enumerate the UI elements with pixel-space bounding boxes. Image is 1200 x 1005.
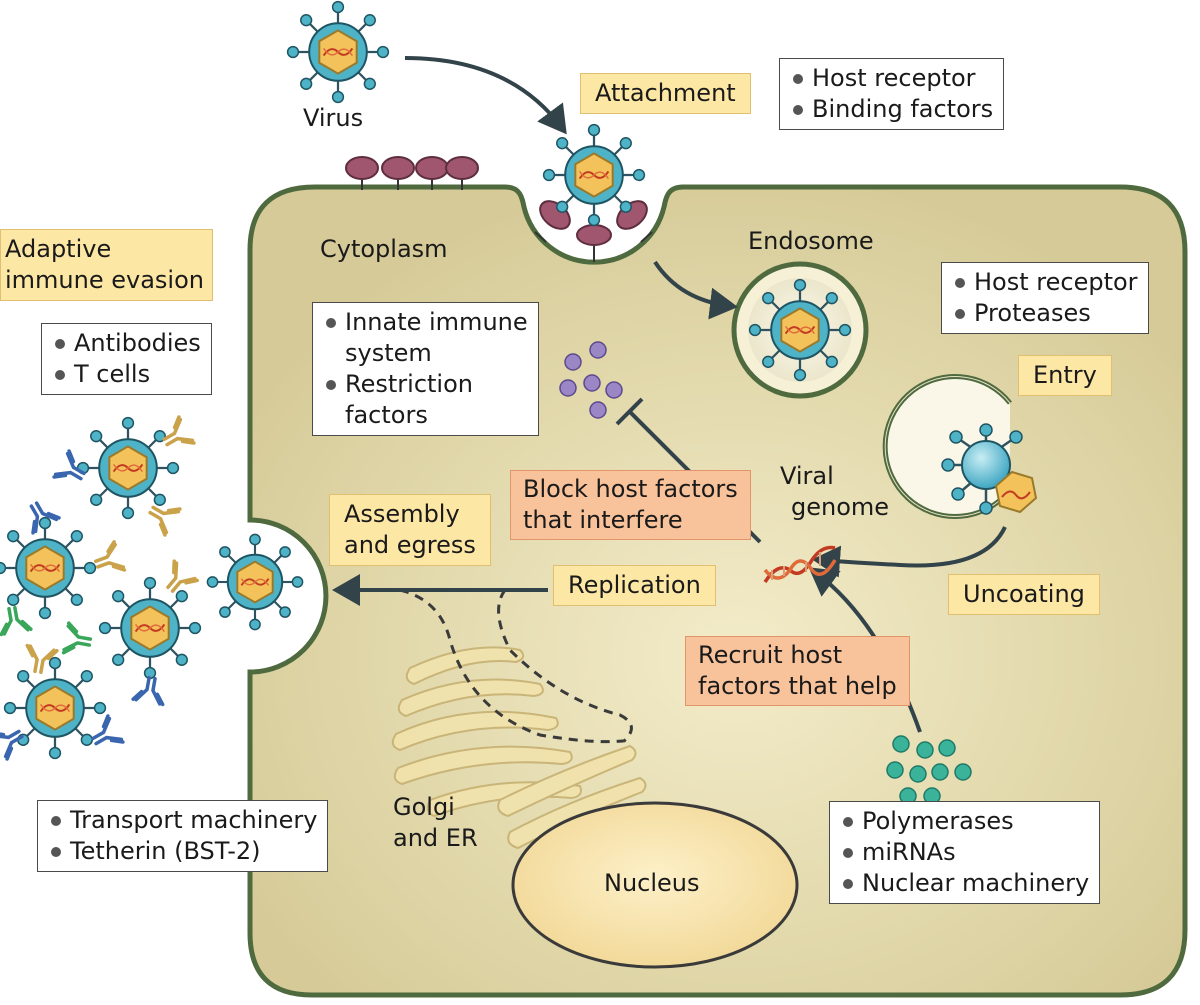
antibody	[93, 540, 127, 572]
viral-genome-line-1: Viral	[780, 462, 834, 490]
restriction-factor-dots	[559, 341, 623, 419]
viral-genome-label: Viral genome	[780, 461, 889, 523]
assembly-line-1: Assembly	[344, 500, 460, 528]
step-replication: Replication	[553, 565, 716, 606]
step-uncoating: Uncoating	[948, 574, 1100, 615]
recruit-host-factors-box: Recruit host factors that help	[685, 636, 910, 706]
antibody	[131, 675, 165, 707]
antibody	[25, 643, 59, 675]
virus-particle	[98, 576, 202, 680]
antibody	[0, 729, 24, 761]
block-line-1: Block host factors	[523, 475, 738, 503]
step-entry: Entry	[1018, 355, 1112, 396]
antibody	[148, 505, 182, 537]
antibodies	[0, 415, 199, 761]
virus-label: Virus	[303, 104, 364, 132]
antibody	[166, 559, 199, 593]
viral-genome-helix	[763, 545, 837, 583]
factor-item: T cells	[52, 359, 201, 390]
recruit-line-1: Recruit host	[698, 641, 843, 669]
virus-particle	[3, 656, 107, 760]
golgi-line-1: Golgi	[393, 793, 455, 821]
virus-particle	[206, 533, 304, 631]
recruit-line-2: factors that help	[698, 672, 897, 700]
factor-item: Antibodies	[52, 328, 201, 359]
step-adaptive-immune-evasion: Adaptive immune evasion	[0, 229, 213, 301]
virus-particle	[748, 278, 852, 382]
golgi-line-2: and ER	[393, 824, 478, 852]
viral-genome-line-2: genome	[791, 493, 890, 521]
factor-item: Proteases	[952, 298, 1138, 329]
block-line-2: that interfere	[523, 506, 683, 534]
nucleus	[511, 801, 799, 969]
factor-item: Binding factors	[790, 94, 993, 125]
arrows	[332, 56, 1007, 733]
adaptive-line-2: immune evasion	[5, 266, 204, 294]
golgi-stacks	[391, 646, 647, 850]
golgi-er-label: Golgi and ER	[393, 792, 478, 854]
factor-item: Transport machinery	[48, 805, 317, 836]
helper-factor-dots	[886, 735, 972, 805]
virus-particles	[0, 0, 852, 760]
antibody	[29, 501, 61, 535]
surface-receptors	[345, 156, 479, 190]
step-attachment: Attachment	[580, 73, 751, 114]
step-assembly-egress: Assembly and egress	[329, 494, 491, 566]
antibody	[52, 449, 86, 481]
antibody	[91, 714, 125, 746]
cytoplasm-label: Cytoplasm	[320, 235, 448, 263]
factor-item: miRNAs	[840, 837, 1089, 868]
virus-particle	[542, 123, 646, 227]
virus-particle	[286, 0, 390, 104]
assembly-line-2: and egress	[344, 531, 476, 559]
nucleus-label: Nucleus	[604, 869, 700, 897]
virus-particle	[76, 416, 180, 520]
factor-item: Host receptor	[952, 267, 1138, 298]
er-dashed-lines	[399, 588, 633, 744]
factor-item: Tetherin (BST-2)	[48, 836, 317, 867]
factor-item: Host receptor	[790, 63, 993, 94]
virus-particle	[0, 516, 97, 620]
endosome-label: Endosome	[748, 227, 874, 255]
antibody	[61, 621, 93, 655]
uncoating-virion	[941, 423, 1038, 515]
block-host-factors-box: Block host factors that interfere	[510, 470, 751, 540]
antibody	[0, 605, 33, 637]
antibody	[162, 415, 196, 447]
adaptive-line-1: Adaptive	[5, 235, 112, 263]
factor-item: Polymerases	[840, 806, 1089, 837]
factor-item: Nuclear machinery	[840, 868, 1089, 899]
